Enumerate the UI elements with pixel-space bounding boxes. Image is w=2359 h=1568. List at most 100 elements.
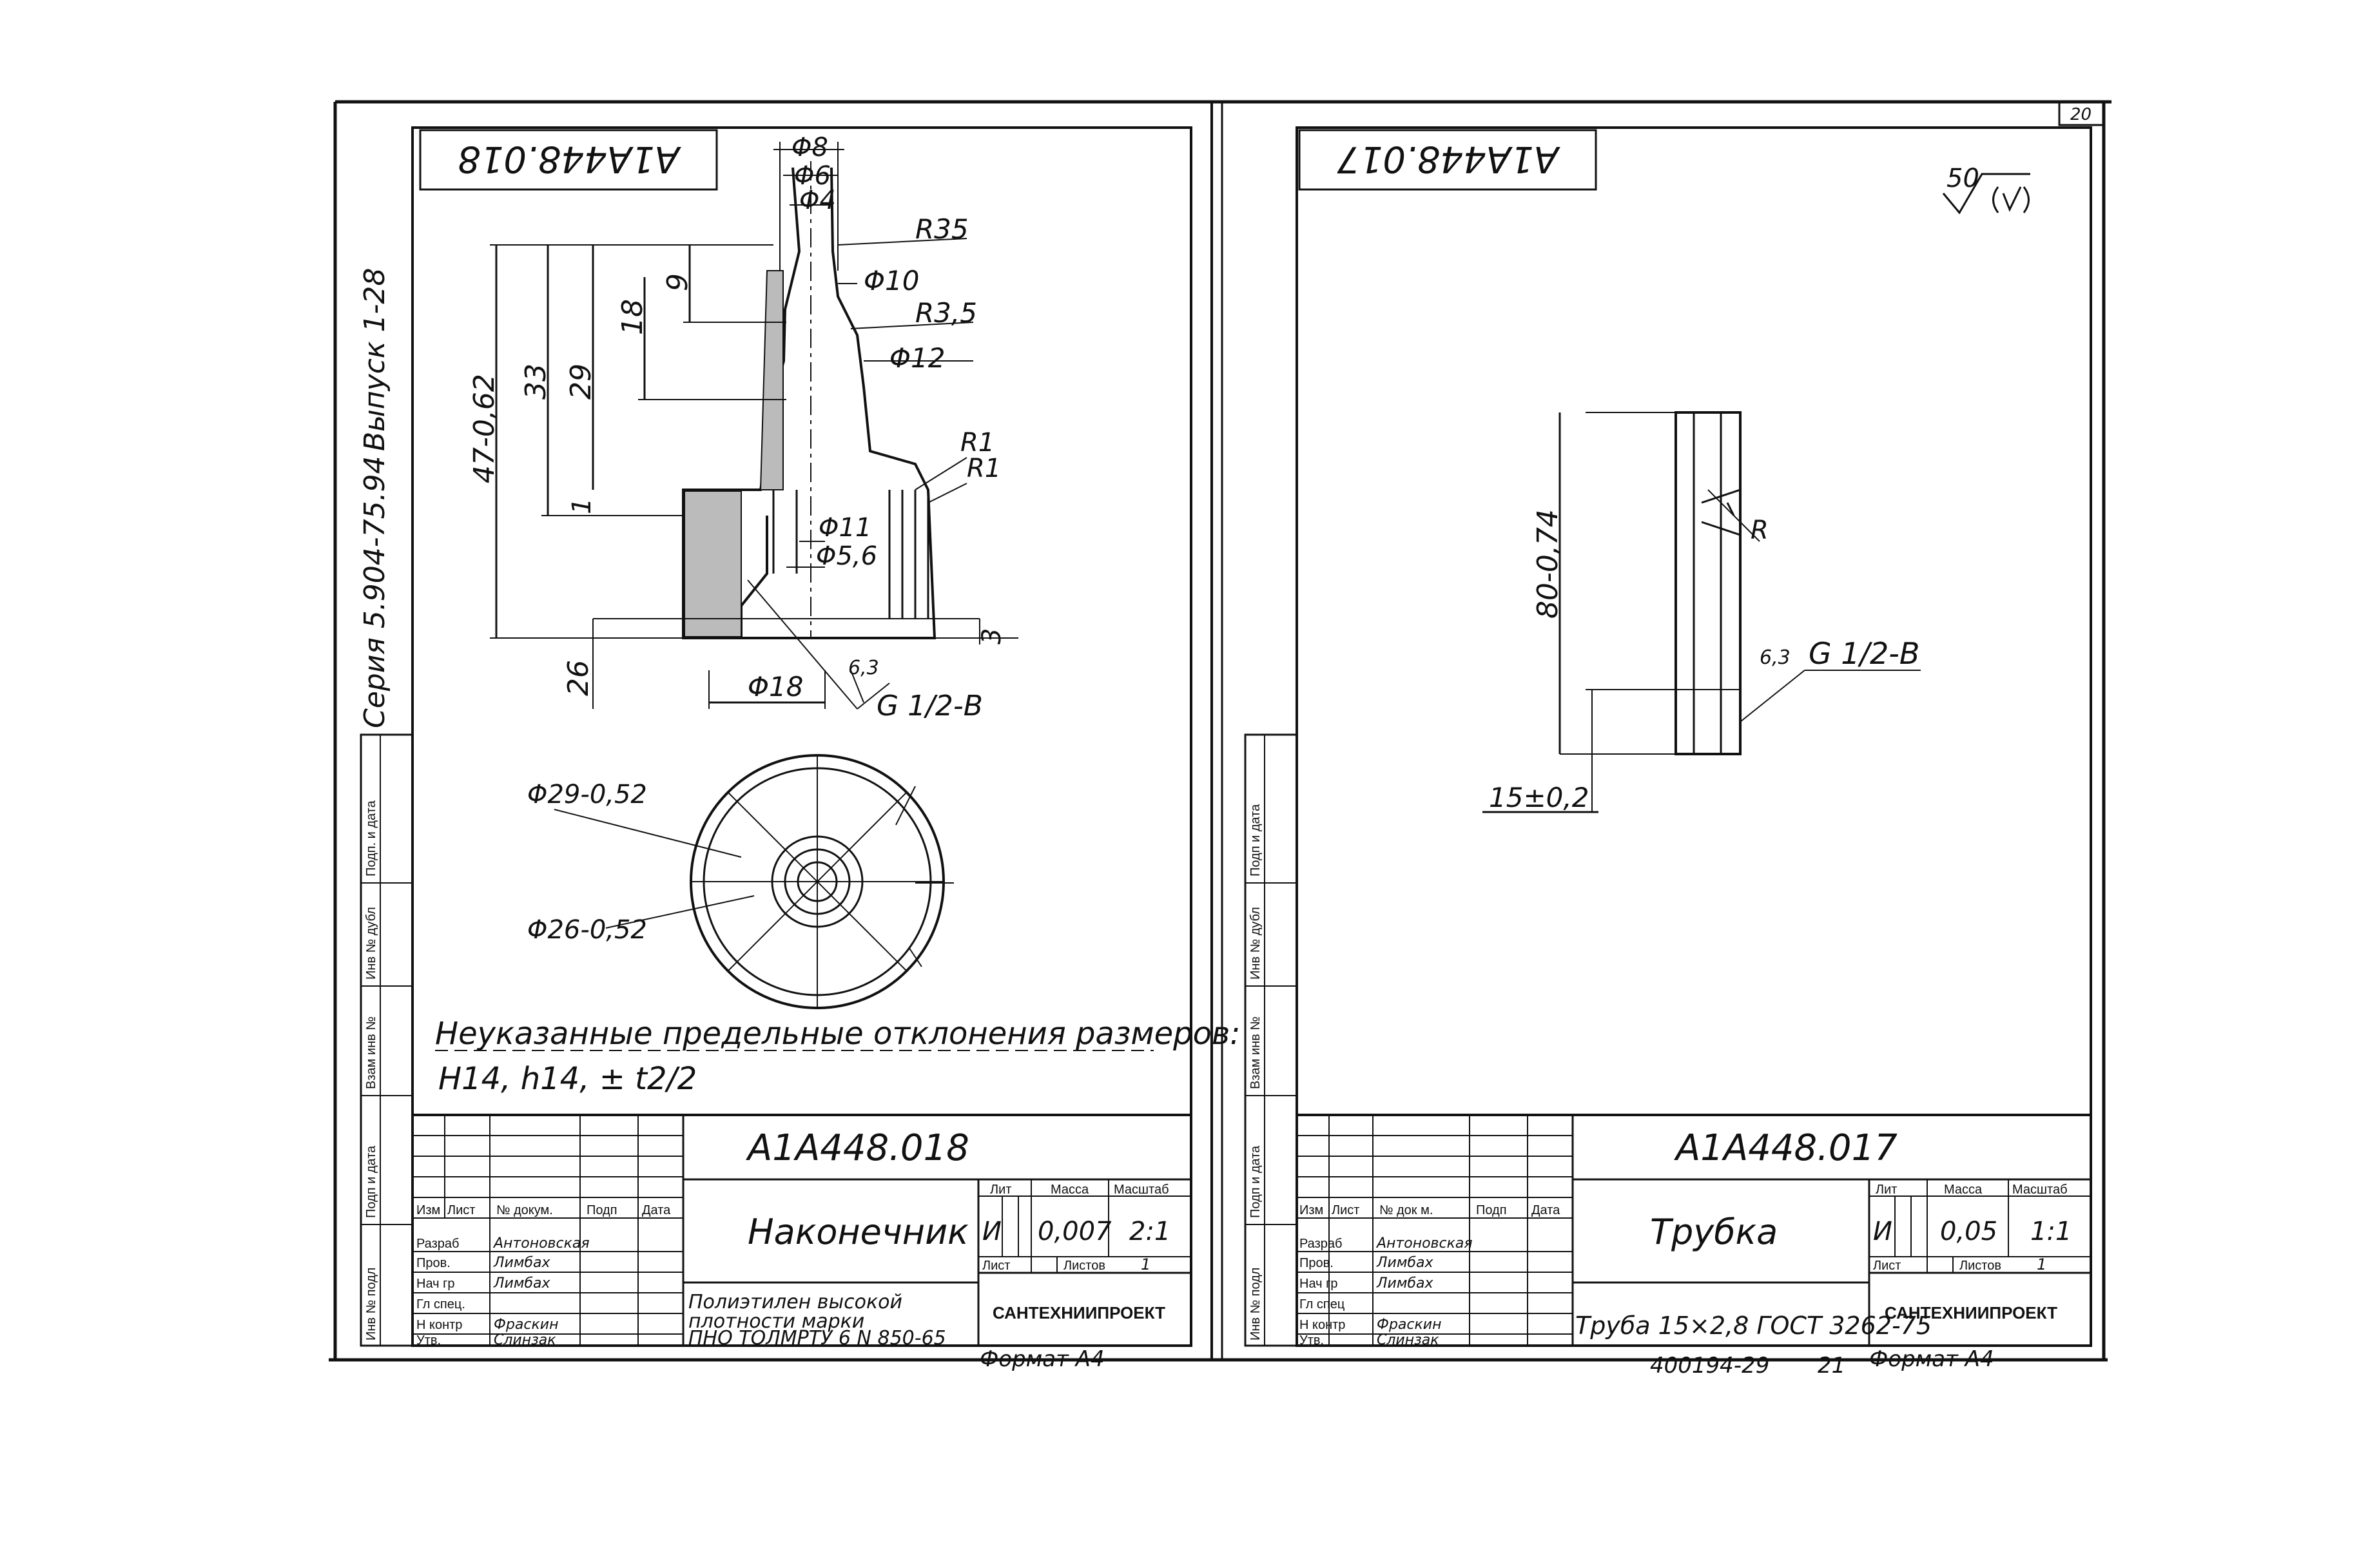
dim-r35: R35 (915, 213, 969, 245)
hdr-doc: № докум. (496, 1203, 553, 1217)
role-2: Пров. (1299, 1256, 1334, 1270)
dim-r1-lower: R1 (967, 454, 1001, 483)
right-format: Формат А4 (1869, 1346, 1994, 1372)
name-1: Антоновская (492, 1235, 590, 1252)
role-4: Гл спец. (416, 1297, 465, 1312)
name-3: Лимбах (1376, 1275, 1433, 1292)
stamp-cell-3: Взам инв № (364, 1016, 378, 1089)
right-title-code: А1А448.017 (1674, 1127, 1898, 1169)
name-1: Антоновская (1375, 1235, 1473, 1252)
name-2: Лимбах (493, 1255, 550, 1271)
right-lit-label: Лит (1876, 1183, 1897, 1197)
hdr-doc: № док м. (1379, 1203, 1433, 1217)
bottom-reference-page: 21 (1818, 1353, 1845, 1379)
dim-d18: Φ18 (748, 671, 804, 702)
dim-thread: G 1/2-B (877, 690, 983, 722)
role-6: Утв. (416, 1333, 441, 1348)
right-sheet: А1А448.017 50 Подп и дата Инв № дубл Вза… (1244, 126, 2092, 1379)
stamp-cell-2: Инв № дубл (1248, 907, 1263, 980)
stamp-cell-3: Взам инв № (1248, 1016, 1263, 1089)
left-org: САНТЕХНИИПРОЕКТ (993, 1303, 1165, 1322)
name-3: Лимбах (493, 1275, 550, 1292)
right-scale-label: Масштаб (2012, 1183, 2068, 1197)
hdr-izm: Изм (1299, 1203, 1323, 1217)
roughness-value: 50 (1946, 164, 1979, 193)
dim-d11: Φ11 (819, 513, 871, 543)
dim-d26: Φ26-0,52 (527, 915, 647, 945)
left-side-stamp: Подп. и дата Инв № дубл Взам инв № Подп … (360, 733, 414, 1347)
hdr-date: Дата (1531, 1203, 1560, 1217)
name-6: Слинзак (494, 1332, 556, 1348)
right-sheets: 1 (2037, 1255, 2046, 1273)
left-lit: И (982, 1217, 1002, 1246)
role-5: Н контр (416, 1318, 462, 1332)
stamp-cell-4: Подп и дата (364, 1145, 378, 1218)
dim-d6: Φ6 (794, 161, 831, 191)
right-part-name: Трубка (1650, 1212, 1778, 1252)
left-material-2: плотности марки (688, 1310, 864, 1333)
nozzle-section (490, 142, 1018, 710)
role-5: Н контр (1299, 1318, 1345, 1332)
left-part-name: Наконечник (748, 1212, 969, 1252)
dim-tol: 15±0,2 (1489, 782, 1589, 813)
dim-r1-upper: R1 (960, 428, 995, 458)
role-3: Нач гр (1299, 1277, 1338, 1291)
left-format: Формат А4 (980, 1346, 1105, 1372)
hdr-date: Дата (642, 1203, 671, 1217)
left-material-3: ПНО ТОЛМРТУ 6 N 850-65 (688, 1327, 946, 1350)
hdr-sign: Подп (1476, 1203, 1507, 1217)
left-scale-label: Масштаб (1114, 1183, 1169, 1197)
name-5: Фраскин (1377, 1317, 1441, 1333)
name-5: Фраскин (494, 1317, 558, 1333)
dim-d5_6: Φ5,6 (816, 541, 877, 571)
dim-d8: Φ8 (791, 133, 828, 162)
role-1: Разраб (1299, 1237, 1342, 1251)
right-sheets-label: Листов (1959, 1259, 2001, 1273)
dim-rough: 6,3 (1760, 646, 1791, 669)
outer-frame: 20 (329, 100, 2111, 1362)
side-issue: Выпуск 1-28 (358, 268, 391, 451)
stamp-cell-1: Подп. и дата (364, 800, 378, 876)
hdr-list: Лист (1332, 1203, 1359, 1217)
role-2: Пров. (416, 1256, 451, 1270)
right-org: САНТЕХНИИПРОЕКТ (1885, 1303, 2057, 1322)
dim-26: 26 (562, 660, 595, 696)
dim-d10: Φ10 (864, 265, 920, 296)
left-sheets-label: Листов (1063, 1259, 1105, 1273)
left-sheets: 1 (1141, 1255, 1150, 1273)
dim-1: 1 (567, 498, 597, 514)
bottom-reference: 400194-29 (1650, 1353, 1769, 1379)
tolerance-note-line1: Неуказанные предельные отклонения размер… (435, 1016, 1240, 1052)
stamp-cell-4: Подп и дата (1248, 1145, 1263, 1218)
name-2: Лимбах (1376, 1255, 1433, 1271)
left-top-code: А1А448.018 (458, 138, 681, 180)
hdr-izm: Изм (416, 1203, 440, 1217)
left-title-code: А1А448.018 (746, 1127, 969, 1169)
left-title-block: Изм Лист № докум. Подп Дата Разраб Пров.… (411, 1114, 1192, 1350)
left-sheet-label: Лист (982, 1259, 1010, 1273)
role-4: Гл спец (1299, 1297, 1345, 1312)
side-series: Серия 5.904-75.94 (358, 456, 391, 728)
right-top-code: А1А448.017 (1337, 138, 1560, 180)
dim-9: 9 (661, 273, 694, 291)
left-mass: 0,007 (1038, 1217, 1112, 1246)
right-sheet-label: Лист (1873, 1259, 1901, 1273)
roughness-symbol: 50 (1942, 164, 2030, 215)
stamp-cell-2: Инв № дубл (364, 907, 378, 980)
stamp-cell-1: Подп и дата (1248, 804, 1263, 876)
right-material: Труба 15×2,8 ГОСТ 3262-75 (1575, 1312, 1932, 1340)
tube-view: 80-0,74 15±0,2 G 1/2-B 6,3 R (1482, 411, 1921, 813)
nozzle-end-view: Φ29-0,52 Φ26-0,52 (527, 754, 954, 1009)
stamp-cell-5: Инв № подл (1248, 1268, 1263, 1341)
stamp-cell-5: Инв № подл (364, 1268, 378, 1341)
nozzle-dimensions: Φ8 Φ6 Φ4 R35 Φ10 R3,5 Φ12 R1 R1 Φ11 Φ5,6… (468, 133, 1007, 722)
sheet-number: 20 (2070, 105, 2092, 124)
dim-3: 3 (977, 628, 1007, 644)
left-scale: 2:1 (1129, 1217, 1170, 1246)
right-side-stamp: Подп и дата Инв № дубл Взам инв № Подп и… (1244, 733, 1298, 1347)
dim-29: 29 (565, 363, 597, 400)
tolerance-note-line2: H14, h14, ± t2/2 (438, 1061, 697, 1097)
dim-d12: Φ12 (889, 342, 946, 374)
right-lit: И (1873, 1217, 1892, 1246)
